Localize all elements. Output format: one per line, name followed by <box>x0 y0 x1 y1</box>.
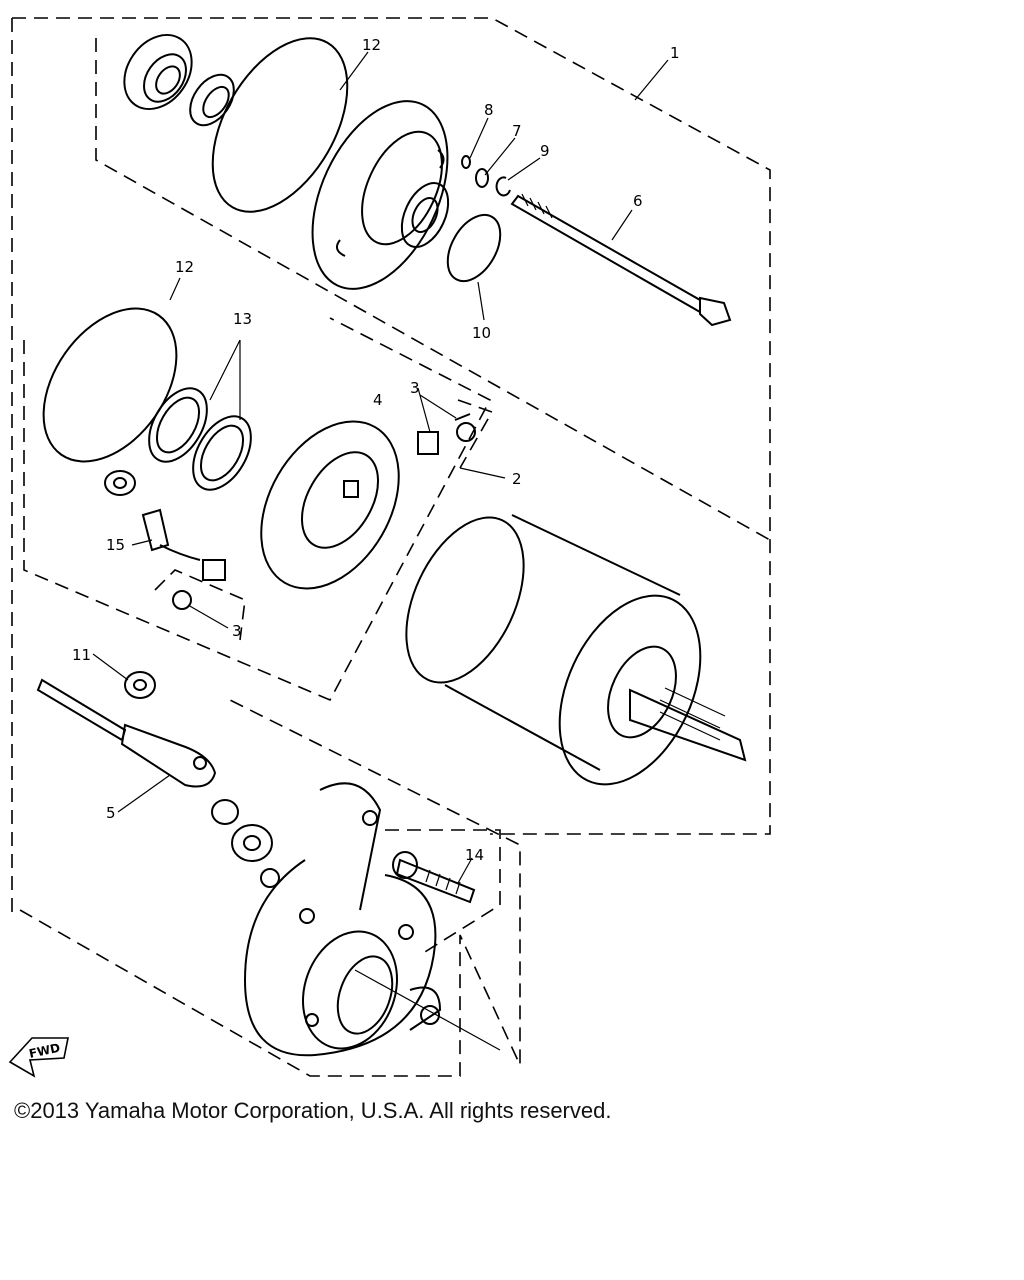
terminal-bolt-15 <box>141 508 226 581</box>
callout-7: 7 <box>512 122 522 140</box>
callout-9: 9 <box>540 142 550 160</box>
brush-lead-subgroup-boundary <box>154 569 246 641</box>
yoke-armature <box>405 514 747 786</box>
lead-wire-5 <box>36 678 217 788</box>
rear-cover-group-boundary <box>19 699 521 1077</box>
fwd-label: FWD <box>28 1041 62 1061</box>
callout-1: 1 <box>670 44 680 62</box>
brush-plate-group-boundary <box>23 317 492 702</box>
front-cover-group-boundary <box>95 38 771 541</box>
callout-12-upper: 12 <box>362 36 381 54</box>
fwd-arrow-icon: FWD <box>8 1037 69 1078</box>
callout-8: 8 <box>484 101 494 119</box>
copyright-notice: ©2013 Yamaha Motor Corporation, U.S.A. A… <box>14 1098 612 1123</box>
through-bolt-6 <box>510 193 732 327</box>
insulator-nut <box>211 799 239 825</box>
outer-assembly-boundary <box>12 17 771 835</box>
o-ring-12-lower <box>42 307 178 463</box>
rear-cover <box>243 782 442 1057</box>
callout-2: 2 <box>512 470 522 488</box>
brush-spring-3-lower <box>172 590 192 610</box>
o-ring-8 <box>461 155 471 169</box>
callout-3-lower: 3 <box>232 622 242 640</box>
brush-spring-3-upper <box>454 413 476 442</box>
callout-15: 15 <box>106 536 125 554</box>
callout-14: 14 <box>465 846 484 864</box>
o-ring-10 <box>446 213 502 283</box>
starter-motor-exploded-diagram: 1 2 3 3 4 5 6 7 8 9 10 11 12 12 13 14 15… <box>8 17 771 1078</box>
shims-13 <box>148 387 252 491</box>
front-cover <box>311 100 450 290</box>
group-boundaries <box>11 17 771 1077</box>
insulator-washer <box>104 470 136 496</box>
callout-4: 4 <box>373 391 383 409</box>
callout-11: 11 <box>72 646 91 664</box>
o-ring-12-upper <box>211 37 349 213</box>
front-bearing <box>123 33 193 111</box>
brush-plate-2 <box>260 420 400 590</box>
nut-11 <box>124 671 156 699</box>
bolt-14-group-boundary <box>385 829 501 956</box>
brush-4 <box>417 431 439 455</box>
callout-12-lower: 12 <box>175 258 194 276</box>
callout-5: 5 <box>106 804 116 822</box>
brush-holder-subgroup-boundary <box>457 399 494 469</box>
front-oil-seal <box>189 73 235 127</box>
callout-6: 6 <box>633 192 643 210</box>
callout-3-upper: 3 <box>410 379 420 397</box>
callout-labels: 1 2 3 3 4 5 6 7 8 9 10 11 12 12 13 14 15 <box>72 36 680 864</box>
bolt-14 <box>392 851 476 904</box>
washer-7 <box>475 168 489 188</box>
o-ring-small <box>260 868 280 888</box>
leader-lines <box>92 51 669 1051</box>
callout-10: 10 <box>472 324 491 342</box>
circlip-9 <box>495 176 511 197</box>
callout-13: 13 <box>233 310 252 328</box>
insulator-bush <box>231 824 273 862</box>
